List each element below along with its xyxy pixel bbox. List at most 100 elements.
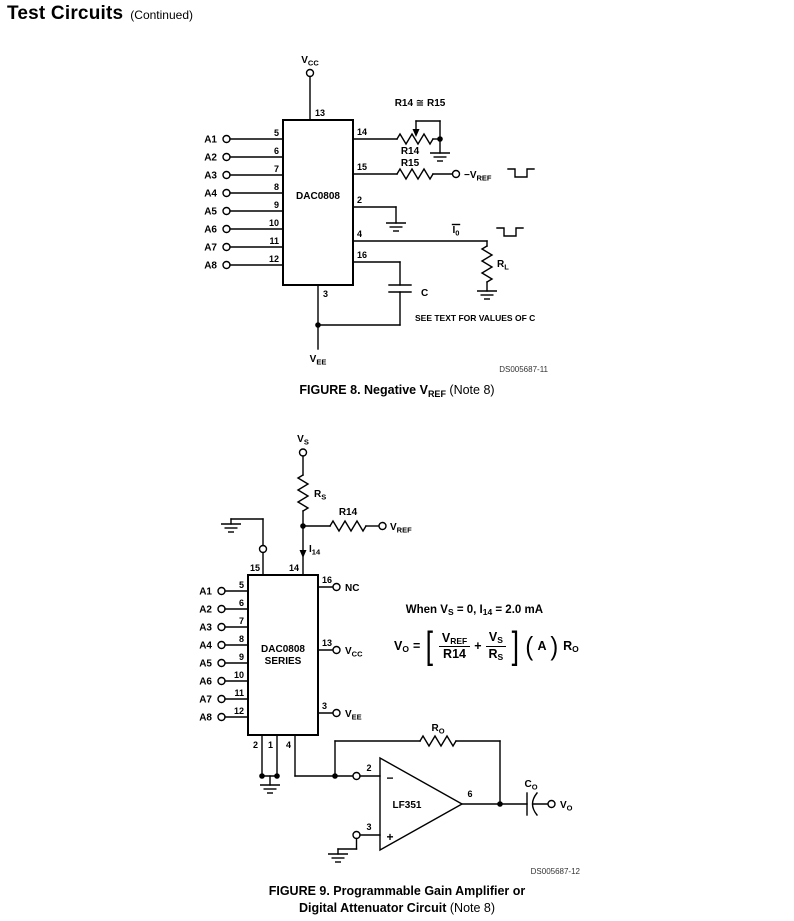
pin-label: A5 bbox=[199, 659, 212, 670]
fig9-caption-line2: Digital Attenuator Circuit (Note 8) bbox=[0, 901, 794, 915]
fig8-input-pin-a1: A1 5 bbox=[204, 128, 284, 146]
pin-label: A5 bbox=[204, 207, 217, 218]
fig9-gain-formula: VO = [ VREF R14 + VS RS ] ( A ) RO bbox=[394, 625, 579, 667]
terminal-circle bbox=[352, 771, 361, 781]
formula-text: R bbox=[563, 638, 573, 653]
fig8-pin16-compensation: 16 C bbox=[317, 250, 428, 326]
cap-c-label: C bbox=[421, 288, 428, 299]
pin-number: 12 bbox=[269, 254, 279, 264]
formula-text: V bbox=[441, 630, 451, 645]
terminal-circle bbox=[222, 134, 231, 144]
fig9-lf351-opamp: 2 − + LF351 3 bbox=[327, 756, 464, 863]
caption-note-text: (Note 8) bbox=[445, 383, 495, 397]
caption-note-text: (Note 8) bbox=[446, 901, 496, 915]
terminal-circle bbox=[258, 544, 268, 554]
pin-number: 11 bbox=[269, 236, 279, 246]
r14-label: R14 bbox=[401, 146, 420, 157]
fig8-doc-code: DS005687-11 bbox=[499, 365, 548, 374]
fig9-rs-resistor: RS bbox=[296, 474, 326, 576]
formula-text: V bbox=[394, 638, 403, 653]
pin-label: A2 bbox=[199, 605, 212, 616]
chip-label-line1: DAC0808 bbox=[261, 644, 305, 655]
fig8-vcc-terminal: VCC 13 bbox=[301, 55, 325, 121]
fig8-pin4-output: 4 I0 RL bbox=[352, 223, 524, 300]
page-subtitle: (Continued) bbox=[130, 8, 193, 22]
note-subscript: 14 bbox=[482, 607, 493, 617]
pin-label: A8 bbox=[204, 261, 217, 272]
co-label: CO bbox=[524, 779, 537, 792]
right-paren: ) bbox=[550, 631, 559, 662]
terminal-circle bbox=[378, 521, 387, 531]
fig9-input-pin-a8: A8 12 bbox=[199, 706, 249, 724]
pin-number-16: 16 bbox=[357, 250, 367, 260]
pin-label: A8 bbox=[199, 713, 212, 724]
pin-label: A2 bbox=[204, 153, 217, 164]
terminal-circle bbox=[217, 676, 226, 686]
opamp-pin-2: 2 bbox=[366, 763, 371, 773]
pin-number: 5 bbox=[274, 128, 279, 138]
note-subscript: S bbox=[447, 607, 454, 617]
fig9-pin15-ground-branch bbox=[220, 518, 268, 576]
terminal-circle bbox=[217, 586, 226, 596]
fig8-pin14-potentiometer: 14 R14 ≅ R15 R14 bbox=[352, 98, 451, 162]
resistor-rs bbox=[296, 474, 310, 512]
fig8-input-pin-a2: A2 6 bbox=[204, 146, 284, 164]
resistor-rl bbox=[480, 245, 494, 283]
pin-number-4: 4 bbox=[286, 740, 291, 750]
terminal-circle bbox=[217, 604, 226, 614]
ground-icon bbox=[429, 152, 451, 162]
pin-number: 5 bbox=[239, 580, 244, 590]
pin-number: 8 bbox=[274, 182, 279, 192]
pin-number-14: 14 bbox=[357, 127, 367, 137]
pin-number-2: 2 bbox=[253, 740, 258, 750]
vee-label: VEE bbox=[345, 709, 362, 722]
formula-subscript: S bbox=[497, 651, 504, 662]
fraction-denominator: RS bbox=[486, 647, 507, 662]
right-bracket: ] bbox=[511, 625, 520, 667]
formula-text: V bbox=[488, 630, 498, 645]
terminal-circle bbox=[222, 206, 231, 216]
fig8-input-pin-a4: A4 8 bbox=[204, 182, 284, 200]
current-arrow-icon bbox=[299, 550, 307, 558]
chip-body bbox=[282, 119, 354, 286]
note-text: When V bbox=[405, 604, 448, 616]
ground-icon bbox=[259, 784, 281, 794]
terminal-circle bbox=[222, 242, 231, 252]
opamp-label: LF351 bbox=[393, 800, 422, 811]
pulse-waveform-icon bbox=[507, 168, 535, 178]
pulse-waveform-icon bbox=[496, 227, 524, 237]
vo-label: VO bbox=[560, 800, 573, 813]
pin-label: A6 bbox=[199, 677, 212, 688]
pin-number-1: 1 bbox=[268, 740, 273, 750]
formula-ro: RO bbox=[563, 639, 579, 654]
vcc-label: VCC bbox=[345, 646, 363, 659]
terminal-circle bbox=[217, 658, 226, 668]
formula-subscript: REF bbox=[450, 635, 468, 646]
terminal-circle bbox=[222, 170, 231, 180]
junction-dot bbox=[497, 801, 503, 807]
fig9-condition-note: When VS = 0, I14 = 2.0 mA bbox=[393, 592, 543, 629]
fraction-vs-rs: VS RS bbox=[485, 630, 507, 662]
fraction-vref-r14: VREF R14 bbox=[438, 630, 471, 662]
caption-bold-text: FIGURE 8. Negative V bbox=[299, 383, 428, 397]
pin-number-13: 13 bbox=[322, 638, 332, 648]
ro-label: RO bbox=[431, 723, 444, 736]
pin-number-15: 15 bbox=[357, 162, 367, 172]
formula-text: R bbox=[488, 646, 498, 661]
vcc-label: VCC bbox=[301, 55, 319, 68]
gain-a: A bbox=[537, 639, 547, 654]
fig8-vee-terminal: 3 VEE bbox=[310, 284, 328, 367]
formula-vo: VO bbox=[394, 639, 409, 654]
fig9-input-pin-a7: A7 11 bbox=[199, 688, 249, 706]
page-header: Test Circuits (Continued) bbox=[7, 3, 193, 25]
vs-label: VS bbox=[297, 434, 309, 447]
left-bracket: [ bbox=[425, 625, 434, 667]
nc-label: NC bbox=[345, 583, 359, 594]
chip-label-line2: SERIES bbox=[265, 656, 302, 667]
pin-number-14: 14 bbox=[289, 563, 299, 573]
terminal-circle bbox=[222, 260, 231, 270]
resistor-ro bbox=[419, 734, 457, 748]
terminal-circle bbox=[332, 645, 341, 655]
fig9-caption-line1: FIGURE 9. Programmable Gain Amplifier or bbox=[268, 884, 526, 898]
